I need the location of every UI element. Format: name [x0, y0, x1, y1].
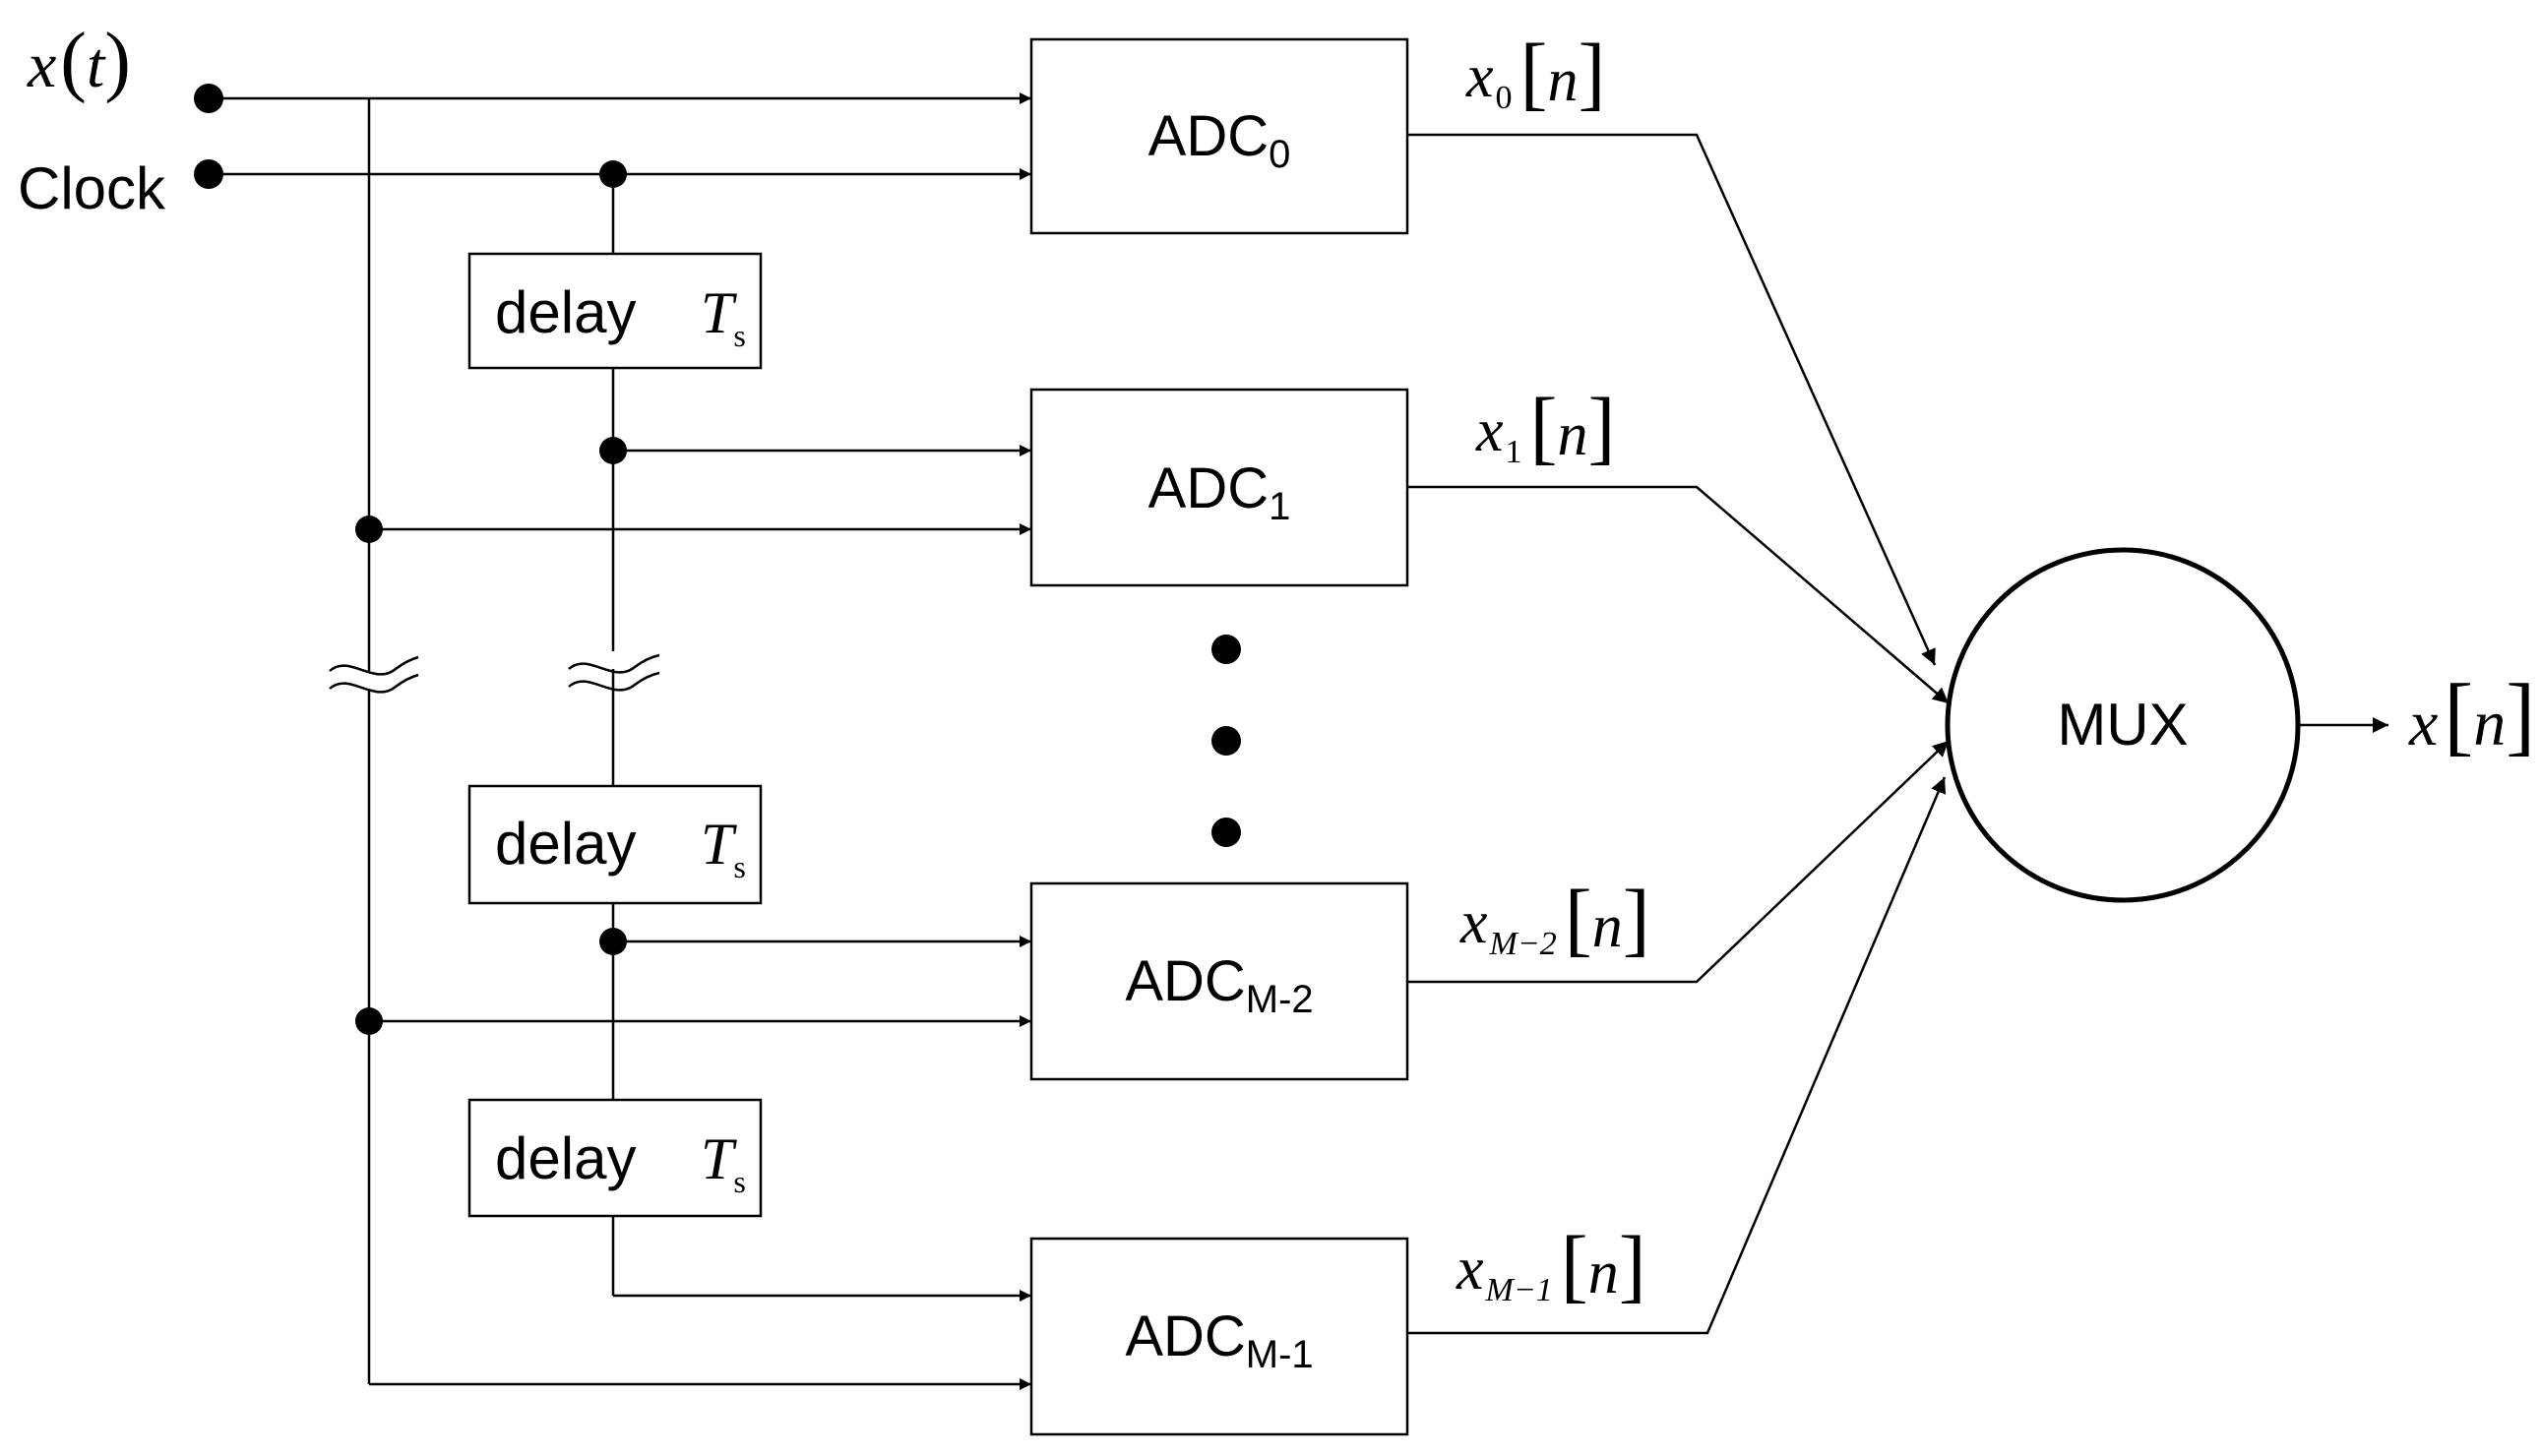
- signal-input-label: x(t): [27, 18, 131, 104]
- svg-text:ADC1: ADC1: [1148, 456, 1291, 528]
- signal-bus-break-icon: [329, 655, 419, 694]
- svg-text:delay: delay: [495, 1125, 636, 1191]
- clock-junction-1: [599, 437, 627, 464]
- output-wire-0: [1407, 133, 1937, 666]
- clock-junction-2: [599, 928, 627, 955]
- delay-block-3: delay Ts: [467, 1098, 763, 1218]
- svg-text:Ts: Ts: [701, 280, 746, 353]
- clock-junction-0: [599, 160, 627, 188]
- adc-block-m1: ADCM-1: [1029, 1237, 1409, 1436]
- svg-text:Ts: Ts: [701, 812, 746, 884]
- ellipsis-dot: [1211, 818, 1241, 847]
- svg-text:ADCM-1: ADCM-1: [1125, 1304, 1313, 1376]
- output-label-0: x0[n]: [1465, 28, 1606, 119]
- signal-junction-1: [355, 516, 383, 543]
- ellipsis-dot: [1211, 635, 1241, 664]
- output-wire-1: [1407, 485, 1950, 704]
- final-output-label: x[n]: [2408, 667, 2535, 764]
- ellipsis-dot: [1211, 726, 1241, 756]
- svg-text:ADC0: ADC0: [1148, 104, 1291, 176]
- signal-junction-2: [355, 1007, 383, 1035]
- output-label-1: x1[n]: [1475, 382, 1616, 473]
- svg-text:ADCM-2: ADCM-2: [1125, 949, 1313, 1021]
- clock-chain-break-icon: [568, 653, 660, 692]
- output-label-m1: xM−1[n]: [1456, 1220, 1646, 1311]
- delay-block-1: delay Ts: [467, 252, 763, 370]
- mux-block: MUX: [1945, 547, 2301, 903]
- adc-block-1: ADC1: [1029, 388, 1409, 587]
- output-wire-m2: [1407, 740, 1950, 984]
- svg-text:delay: delay: [495, 811, 636, 877]
- clock-input-label: Clock: [18, 155, 166, 221]
- adc-block-m2: ADCM-2: [1029, 881, 1409, 1081]
- delay-block-2: delay Ts: [467, 784, 763, 905]
- output-wire-m1: [1407, 776, 1947, 1335]
- adc-block-0: ADC0: [1029, 37, 1409, 235]
- output-label-m2: xM−2[n]: [1459, 874, 1650, 965]
- svg-text:delay: delay: [495, 279, 636, 345]
- svg-text:MUX: MUX: [2057, 692, 2188, 758]
- svg-text:Ts: Ts: [701, 1126, 746, 1199]
